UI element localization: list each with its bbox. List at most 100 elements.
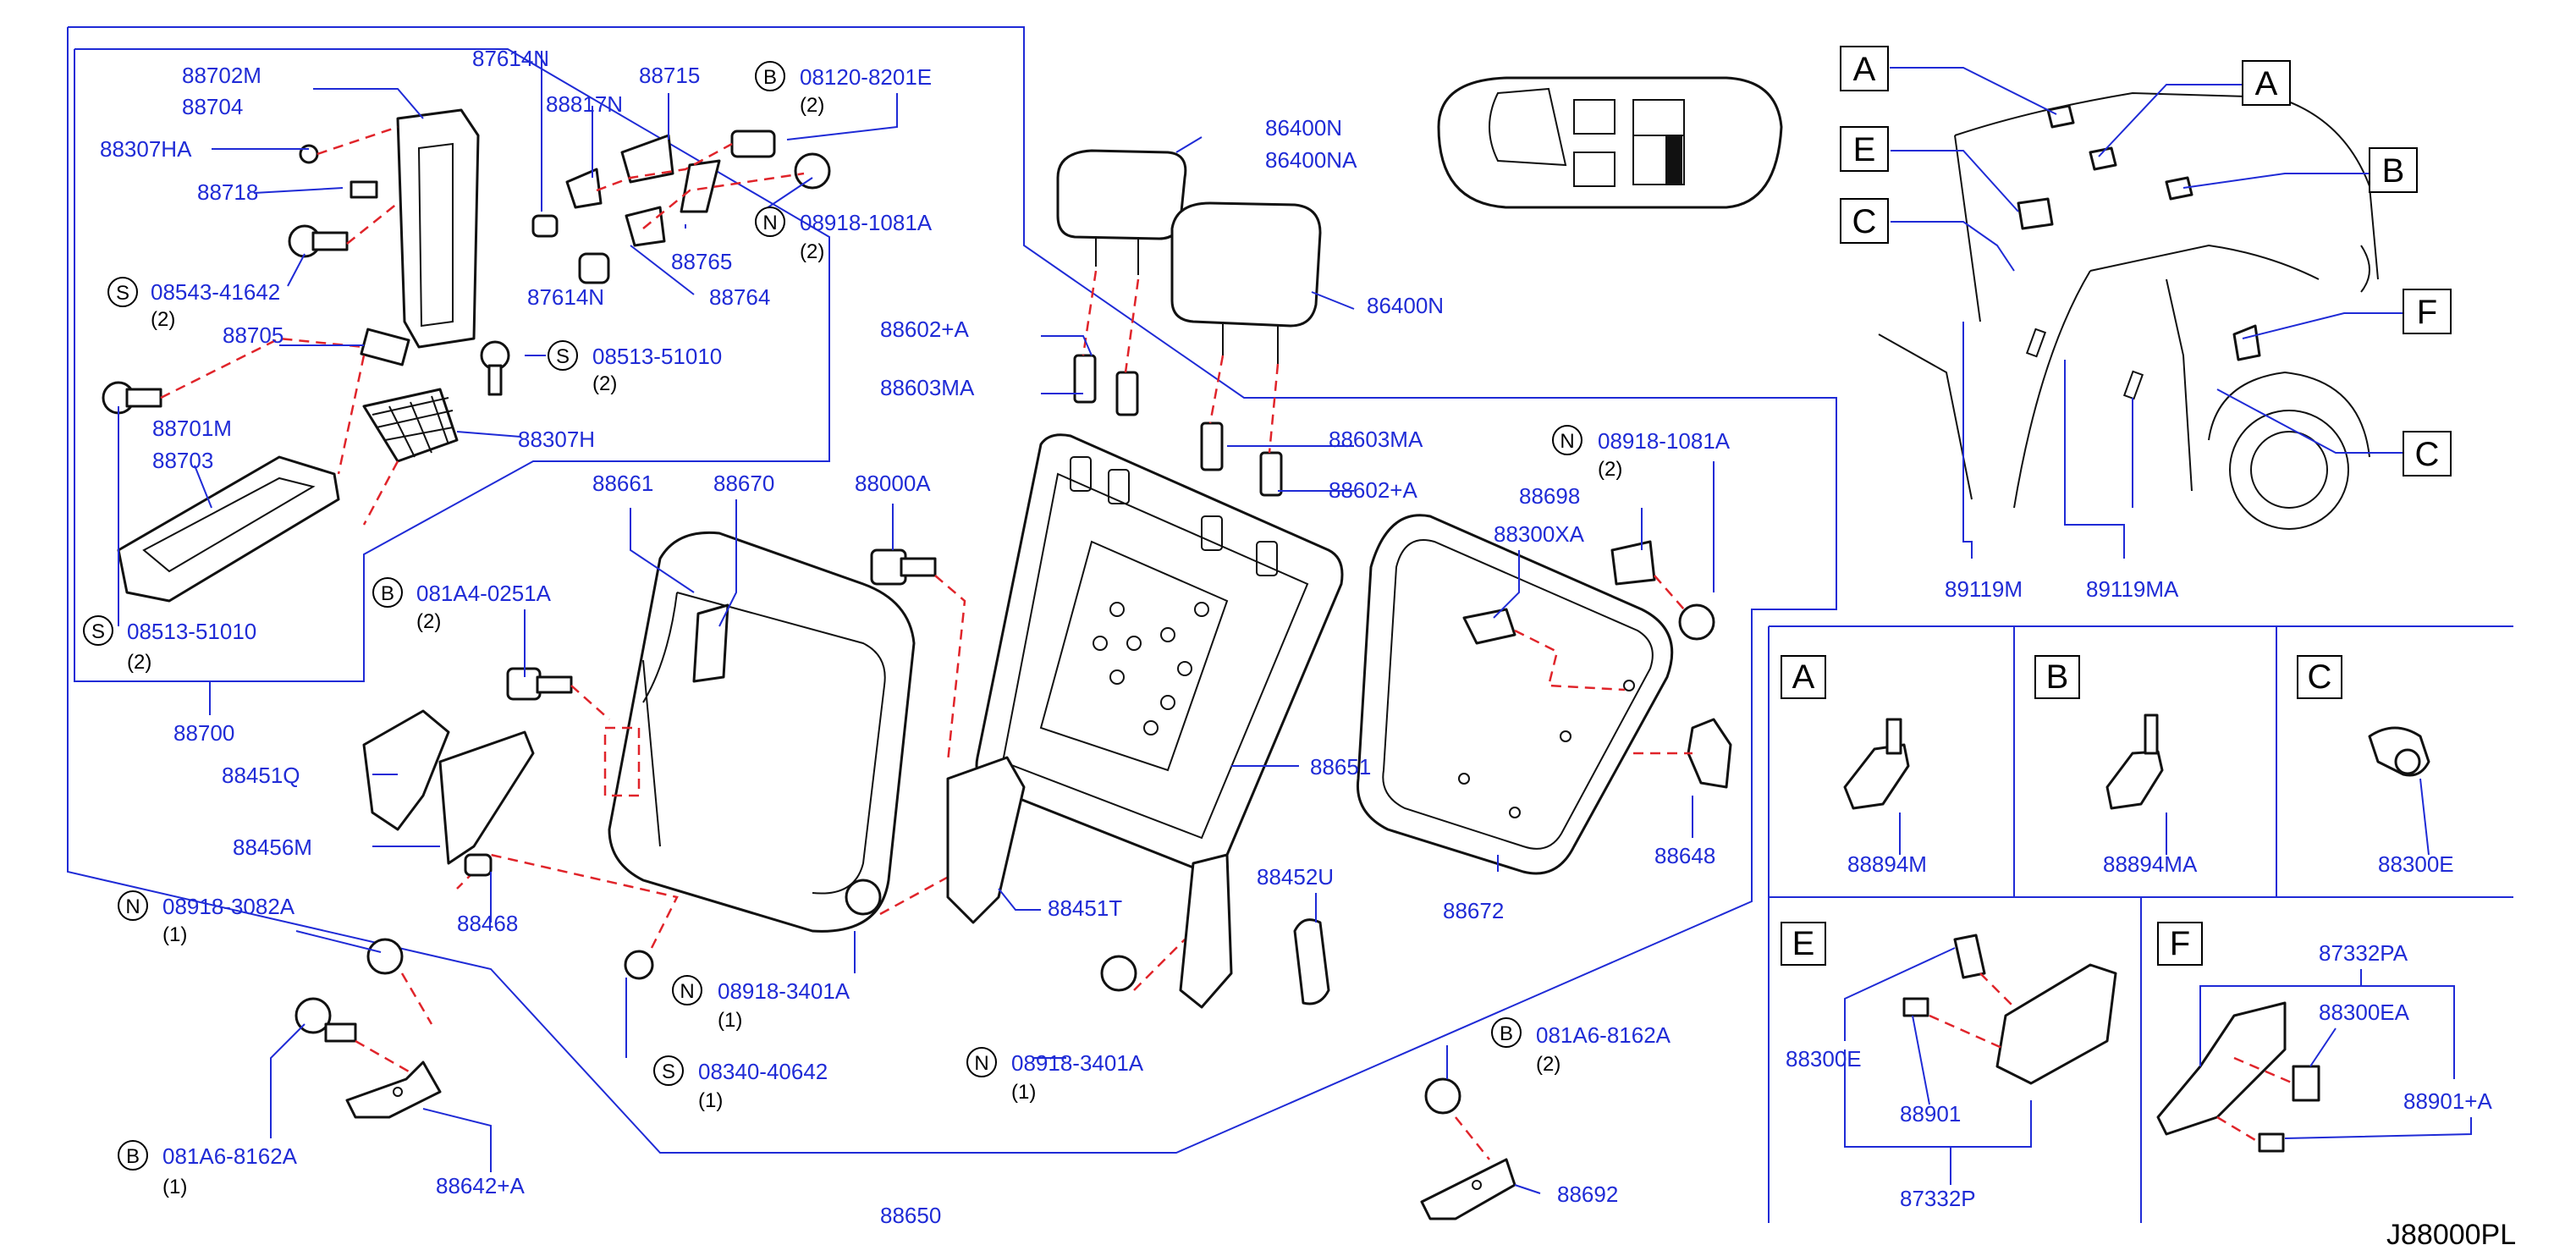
label-87614N-a: 87614N: [472, 46, 549, 71]
cover-88452U: [1293, 918, 1330, 1005]
label-88307H: 88307H: [518, 427, 595, 452]
bracket-88692: [1420, 1158, 1516, 1220]
label-88765: 88765: [671, 249, 732, 274]
headrest-right: [1170, 201, 1322, 328]
label-08918-3401A-b: 08918-3401A: [1011, 1050, 1144, 1076]
label-88300XA: 88300XA: [1494, 521, 1585, 547]
label-87332PA: 87332PA: [2319, 940, 2408, 966]
label-89119MA: 89119MA: [2086, 576, 2179, 602]
detail-panels: [1768, 625, 2513, 1223]
prefix-N: N: [125, 895, 140, 918]
trim-88452U: [1179, 853, 1233, 1009]
label-88602A-a: 88602+A: [880, 317, 969, 342]
label-88661: 88661: [592, 471, 653, 496]
callout-leaders: [1890, 67, 2403, 559]
label-88817N: 88817N: [546, 91, 623, 117]
label-88703: 88703: [152, 448, 213, 473]
prefix-B: B: [381, 582, 394, 605]
label-88300EA: 88300EA: [2319, 1000, 2410, 1025]
label-88603MA-b: 88603MA: [1329, 427, 1423, 452]
armrest-body: [117, 455, 340, 603]
label-88894MA: 88894MA: [2103, 851, 2198, 877]
detail-tag-C: C: [2308, 658, 2332, 696]
label-88901: 88901: [1900, 1101, 1961, 1127]
part-labels: 88702M 88704 88307HA 88718 08543-41642 (…: [100, 46, 2492, 1228]
label-88452U: 88452U: [1257, 864, 1334, 890]
hinge-brackets: [362, 709, 1330, 1009]
label-88650: 88650: [880, 1203, 941, 1228]
label-88307HA: 88307HA: [100, 136, 192, 162]
diagram-id: J88000PL: [2386, 1219, 2516, 1251]
qty-081A6-8162A-b: (2): [1536, 1053, 1560, 1076]
prefix-S: S: [556, 345, 570, 368]
headrest-left: [1056, 149, 1187, 240]
label-89119M: 89119M: [1945, 576, 2023, 602]
label-88651: 88651: [1310, 754, 1371, 779]
label-86400N-a: 86400N: [1265, 115, 1342, 140]
prefix-S: S: [91, 620, 105, 643]
label-081A4-0251A: 081A4-0251A: [416, 581, 552, 606]
label-08918-1081A-a: 08918-1081A: [800, 210, 933, 235]
label-88300E-E: 88300E: [1786, 1046, 1862, 1071]
prefix-S: S: [662, 1060, 675, 1083]
nut: [366, 938, 404, 975]
callout-C-lower: C: [2415, 436, 2440, 473]
qty-08918-1081A-b: (2): [1598, 458, 1622, 481]
prefix-B: B: [763, 66, 777, 89]
qty-08543-41642: (2): [151, 308, 175, 331]
bolt: [730, 129, 776, 158]
label-88901A: 88901+A: [2403, 1088, 2492, 1114]
label-88000A: 88000A: [855, 471, 931, 496]
prefix-N: N: [974, 1052, 988, 1075]
label-88705: 88705: [223, 322, 283, 348]
mesh-clip: [362, 388, 459, 463]
label-88701M: 88701M: [152, 416, 232, 441]
label-88672: 88672: [1443, 898, 1504, 923]
label-87614N-b: 87614N: [527, 284, 604, 310]
rear-panel: [1356, 514, 1732, 875]
callout-C-upper: C: [1852, 203, 1877, 240]
label-88456M: 88456M: [233, 835, 312, 860]
bolt: [1424, 1077, 1461, 1115]
nut: [794, 152, 831, 190]
detail-tag-E: E: [1792, 925, 1815, 962]
label-88648: 88648: [1654, 843, 1715, 868]
label-88702M: 88702M: [182, 63, 261, 88]
label-87332P: 87332P: [1900, 1186, 1976, 1211]
label-88602A-b: 88602+A: [1329, 477, 1417, 503]
prefix-B: B: [1500, 1022, 1513, 1045]
qty-08918-1081A-a: (2): [800, 240, 824, 263]
prefix-N: N: [680, 980, 694, 1003]
headrest-guides: [1073, 270, 1283, 497]
car-top-view: [1437, 76, 1783, 209]
qty-081A6-8162A-a: (1): [162, 1176, 187, 1198]
detail-tag-A: A: [1792, 658, 1815, 696]
label-08513-51010-b: 08513-51010: [127, 619, 256, 644]
qty-08340-40642: (1): [698, 1089, 723, 1112]
label-08513-51010-a: 08513-51010: [592, 344, 722, 369]
label-08543-41642: 08543-41642: [151, 279, 280, 305]
prefix-N: N: [762, 212, 777, 234]
label-88642A: 88642+A: [436, 1173, 525, 1198]
nut: [578, 252, 610, 284]
callout-F: F: [2417, 294, 2437, 331]
label-081A6-8162A-b: 081A6-8162A: [1536, 1022, 1671, 1048]
prefix-S: S: [116, 282, 129, 305]
fasteners: [294, 548, 1490, 1160]
qty-08513-51010-a: (2): [592, 372, 617, 395]
label-88670: 88670: [713, 471, 774, 496]
label-88468: 88468: [457, 911, 518, 936]
label-081A6-8162A-a: 081A6-8162A: [162, 1143, 298, 1169]
label-88603MA-a: 88603MA: [880, 375, 975, 400]
label-88451T: 88451T: [1048, 895, 1122, 921]
label-08340-40642: 08340-40642: [698, 1059, 828, 1084]
headrests: [1056, 149, 1322, 364]
seat-back-frame: [975, 433, 1344, 870]
screw: [624, 950, 654, 980]
qty-08918-3401A-a: (1): [718, 1009, 742, 1032]
label-88698: 88698: [1519, 483, 1580, 509]
nut: [531, 214, 559, 238]
label-88715: 88715: [639, 63, 700, 88]
label-88764: 88764: [709, 284, 770, 310]
